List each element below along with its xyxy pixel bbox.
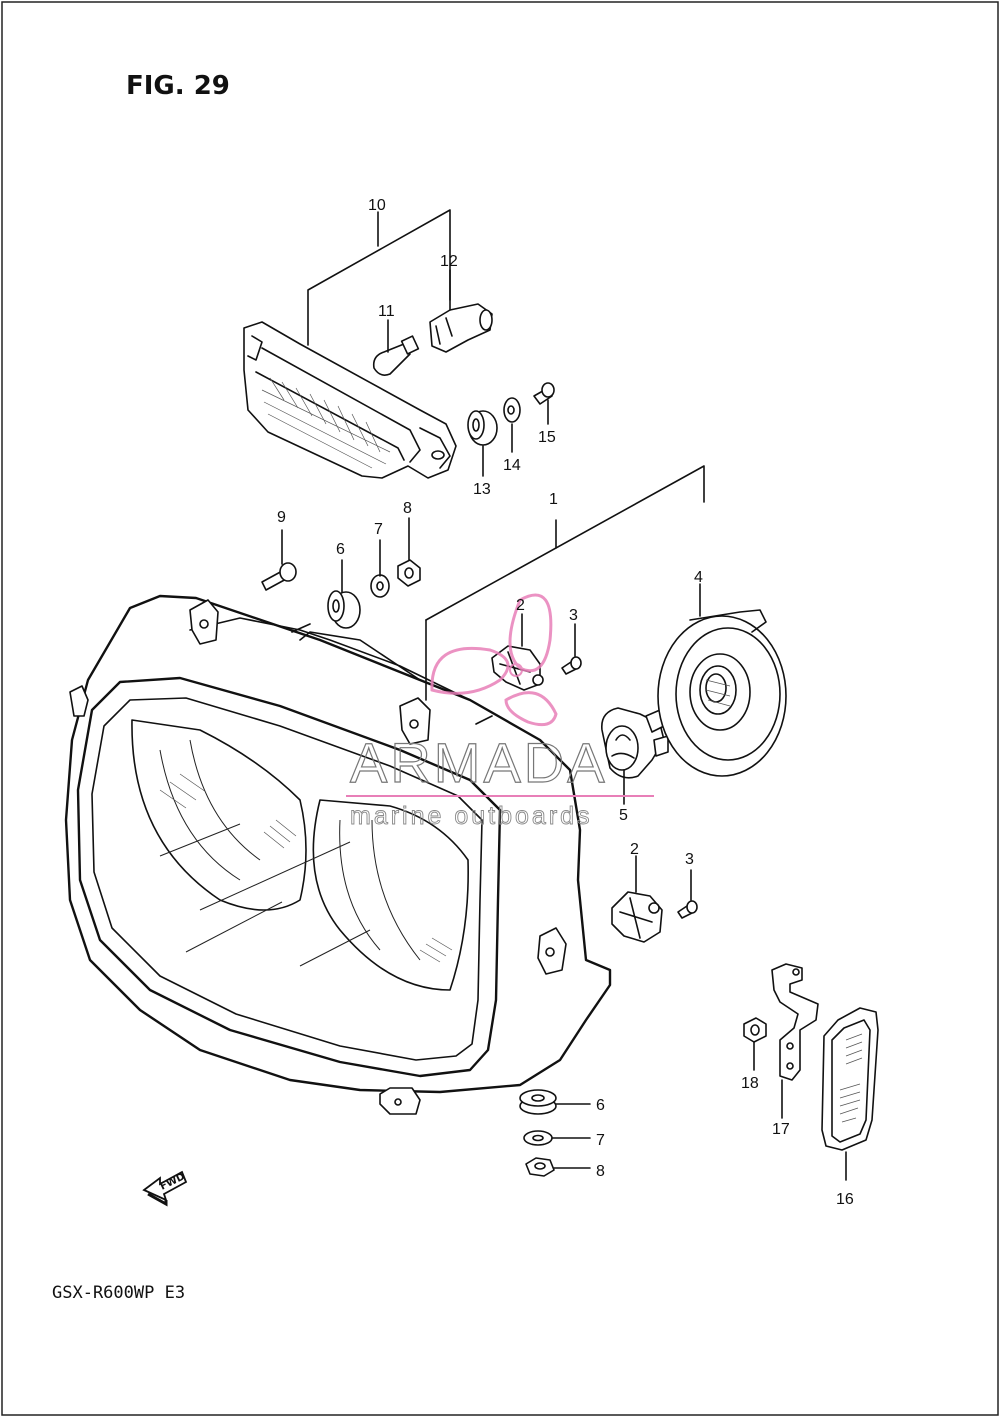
callout-9: 9	[277, 509, 286, 526]
callout-3-lower: 3	[685, 851, 694, 868]
callout-10: 10	[368, 197, 386, 214]
callout-18: 18	[741, 1075, 759, 1092]
callout-13: 13	[473, 481, 491, 498]
callout-8-bottom: 8	[596, 1163, 605, 1180]
screw-15	[533, 382, 555, 405]
nut-8-bottom	[525, 1157, 555, 1177]
callout-12: 12	[440, 253, 458, 270]
turn-signal-lamp	[243, 321, 457, 479]
callout-7-bottom: 7	[596, 1132, 605, 1149]
callout-15: 15	[538, 429, 556, 446]
headlight-assembly	[64, 594, 612, 1115]
callout-8-top: 8	[403, 500, 412, 517]
callout-3-upper: 3	[569, 607, 578, 624]
grommet-6-top	[327, 590, 361, 629]
screw-3-upper	[561, 656, 582, 675]
callout-7-top: 7	[374, 521, 383, 538]
callout-6-top: 6	[336, 541, 345, 558]
callout-16: 16	[836, 1191, 854, 1208]
grommet-13	[467, 410, 498, 446]
callout-14: 14	[503, 457, 521, 474]
washer-14	[503, 397, 521, 423]
callout-1: 1	[549, 491, 558, 508]
turn-signal-socket	[429, 303, 493, 353]
nut-8-top	[397, 559, 421, 587]
washer-7-top	[370, 574, 390, 598]
screw-3-lower	[677, 900, 698, 919]
model-code: GSX-R600WP E3	[52, 1283, 185, 1303]
figure-title: FIG. 29	[126, 71, 230, 101]
callout-2-upper: 2	[516, 597, 525, 614]
nut-18	[743, 1017, 767, 1043]
grommet-6-bottom	[519, 1089, 557, 1115]
armada-logo-mark	[430, 593, 558, 727]
watermark-tagline: marine outboards	[350, 802, 593, 830]
callout-5: 5	[619, 807, 628, 824]
reflector-bracket	[771, 963, 819, 1081]
callout-2-lower: 2	[630, 841, 639, 858]
watermark-brand: ARMADA	[350, 731, 608, 794]
callout-4: 4	[694, 569, 703, 586]
fwd-arrow-icon: FWD	[142, 1170, 188, 1207]
callout-labels: 10 12 11 15 14 13 9 8 7 6 1 4 2 3 5 2 3 …	[277, 197, 854, 1208]
headlight-bulb	[601, 707, 669, 779]
side-reflector	[821, 1007, 879, 1151]
dust-cover	[657, 609, 787, 777]
bulb-clip-lower	[611, 891, 663, 943]
callout-17: 17	[772, 1121, 790, 1138]
bolt-9	[261, 562, 297, 591]
callout-11: 11	[378, 303, 395, 320]
turn-signal-bulb	[372, 335, 420, 376]
callout-6-bottom: 6	[596, 1097, 605, 1114]
washer-7-bottom	[523, 1130, 553, 1146]
